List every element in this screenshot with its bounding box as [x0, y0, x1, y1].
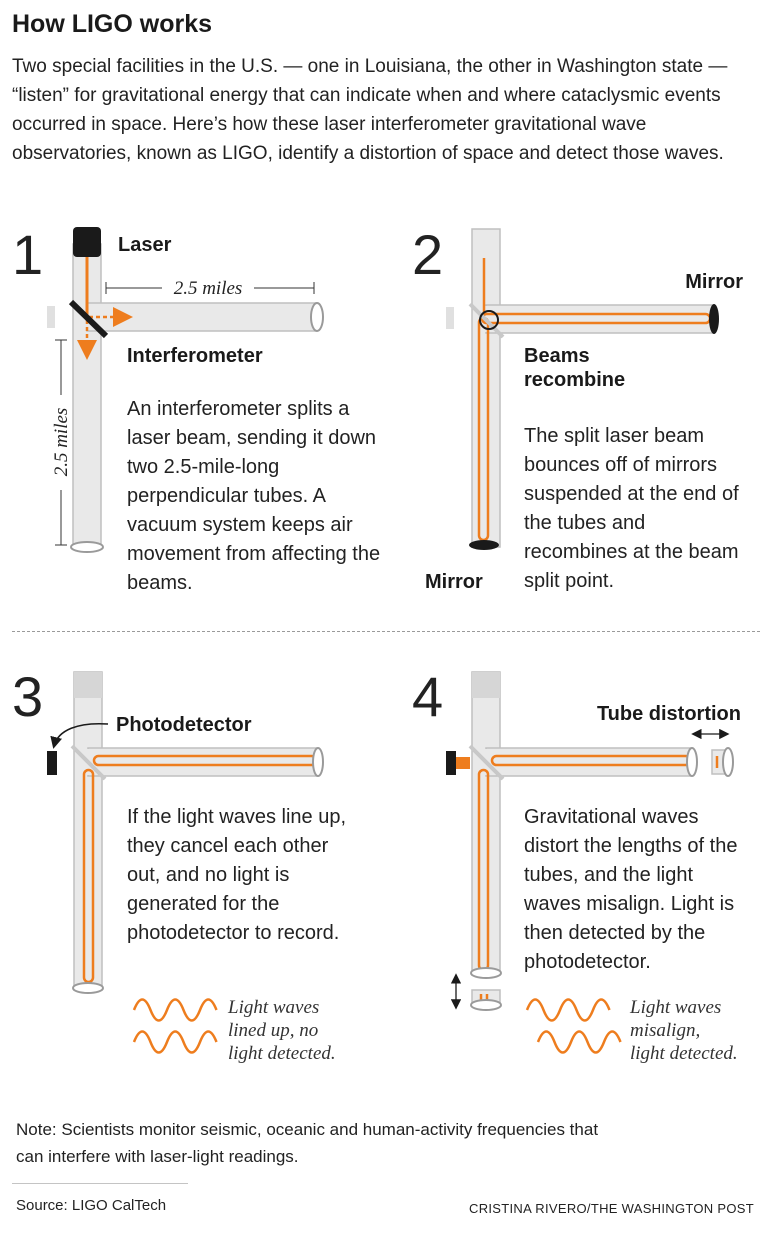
- horizontal-distance-label: 2.5 miles: [174, 278, 243, 299]
- panel-4: 4 Tube distortion Light waves misalign, …: [412, 665, 741, 1064]
- step-number: 3: [12, 665, 43, 728]
- beam-vertical: [82, 768, 95, 984]
- wave-aligned-bottom: [132, 1030, 218, 1054]
- end-mirror: [310, 302, 324, 332]
- step-1-description: An interferometer splits a laser beam, s…: [127, 398, 381, 594]
- tube-distortion-label: Tube distortion: [597, 703, 741, 725]
- mirror-right-label: Mirror: [685, 271, 743, 293]
- photodetector-placeholder: [446, 307, 454, 329]
- photodetector: [446, 751, 456, 775]
- horizontal-tube: [485, 747, 693, 777]
- mirror-right: [709, 304, 719, 334]
- wave-misaligned-top: [525, 998, 611, 1022]
- wave-caption-line3: light detected.: [630, 1043, 738, 1064]
- wave-aligned-top: [132, 998, 218, 1022]
- end-mirror: [470, 967, 502, 979]
- wave-caption-line3: light detected.: [228, 1043, 336, 1064]
- wave-caption-line1: Light waves: [227, 997, 319, 1018]
- end-mirror: [686, 747, 698, 777]
- mirror-bottom-label: Mirror: [425, 571, 483, 593]
- horizontal-tube: [485, 304, 715, 334]
- beam-splitter: [68, 299, 109, 339]
- wave-caption-line1: Light waves: [629, 997, 721, 1018]
- source-line: Source: LIGO CalTech: [16, 1197, 167, 1214]
- recombine-label-line1: Beams: [524, 345, 590, 367]
- panel-1: 1 Laser Interferometer 2.5 miles 2.5 mil…: [12, 223, 324, 553]
- vertical-distance-label: 2.5 miles: [51, 408, 72, 477]
- photodetector-label: Photodetector: [116, 714, 252, 736]
- photodetector: [47, 751, 57, 775]
- footnote: Note: Scientists monitor seismic, oceani…: [16, 1120, 599, 1166]
- beam-splitter: [468, 302, 505, 339]
- end-mirror: [470, 999, 502, 1011]
- end-mirror: [312, 747, 324, 777]
- wave-caption-line2: misalign,: [630, 1020, 700, 1041]
- laser-label: Laser: [118, 234, 172, 256]
- step-number: 4: [412, 665, 443, 728]
- photodetector-pointer: [50, 722, 109, 749]
- page-title: How LIGO works: [12, 10, 213, 38]
- step-2-description: The split laser beam bounces off of mirr…: [524, 425, 739, 592]
- panel-2: 2 Mirror Mirror Beams recombine: [412, 223, 743, 593]
- credit-line: CRISTINA RIVERO/THE WASHINGTON POST: [469, 1201, 754, 1216]
- wave-misaligned-bottom: [536, 1030, 622, 1054]
- vertical-tube: [471, 228, 501, 548]
- recombine-point: [479, 310, 499, 330]
- intro-paragraph: Two special facilities in the U.S. — one…: [12, 56, 728, 164]
- step-3-description: If the light waves line up, they cancel …: [127, 806, 347, 944]
- panel-3: 3 Photodetector Light waves lined up, no…: [12, 665, 336, 1064]
- step-number: 1: [12, 223, 43, 286]
- mirror-bottom: [469, 540, 499, 550]
- horizontal-tube: [86, 302, 318, 332]
- end-mirror: [722, 747, 734, 777]
- end-mirror: [72, 982, 104, 994]
- detected-light: [456, 757, 470, 769]
- beam-splitter: [70, 744, 107, 781]
- interferometer-label: Interferometer: [127, 345, 263, 367]
- end-mirror: [70, 541, 104, 553]
- vertical-tube: [471, 671, 501, 976]
- recombine-label-line2: recombine: [524, 369, 625, 391]
- laser-source: [73, 227, 101, 257]
- source-divider: [12, 1183, 188, 1184]
- beam-splitter: [468, 744, 505, 781]
- section-divider: [12, 631, 760, 632]
- photodetector-placeholder: [47, 306, 55, 328]
- step-4-description: Gravitational waves distort the lengths …: [524, 806, 738, 973]
- wave-caption-line2: lined up, no: [228, 1020, 318, 1041]
- vertical-tube: [73, 671, 103, 991]
- horizontal-tube: [87, 747, 319, 777]
- step-number: 2: [412, 223, 443, 286]
